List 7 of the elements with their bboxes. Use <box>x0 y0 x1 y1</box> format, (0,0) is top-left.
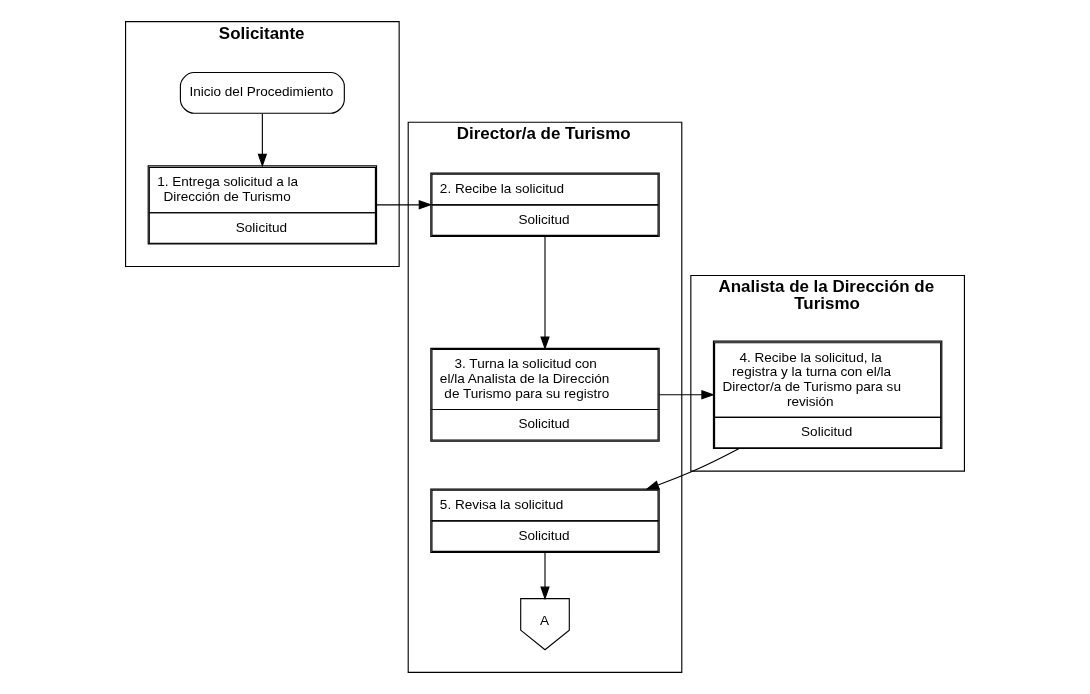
arrow <box>376 200 433 210</box>
node-box: Inicio del Procedimiento <box>179 72 345 114</box>
arrow <box>540 551 550 601</box>
arrow <box>540 235 550 351</box>
arrow <box>645 447 740 490</box>
arrow <box>257 113 268 168</box>
arrow <box>658 390 715 400</box>
